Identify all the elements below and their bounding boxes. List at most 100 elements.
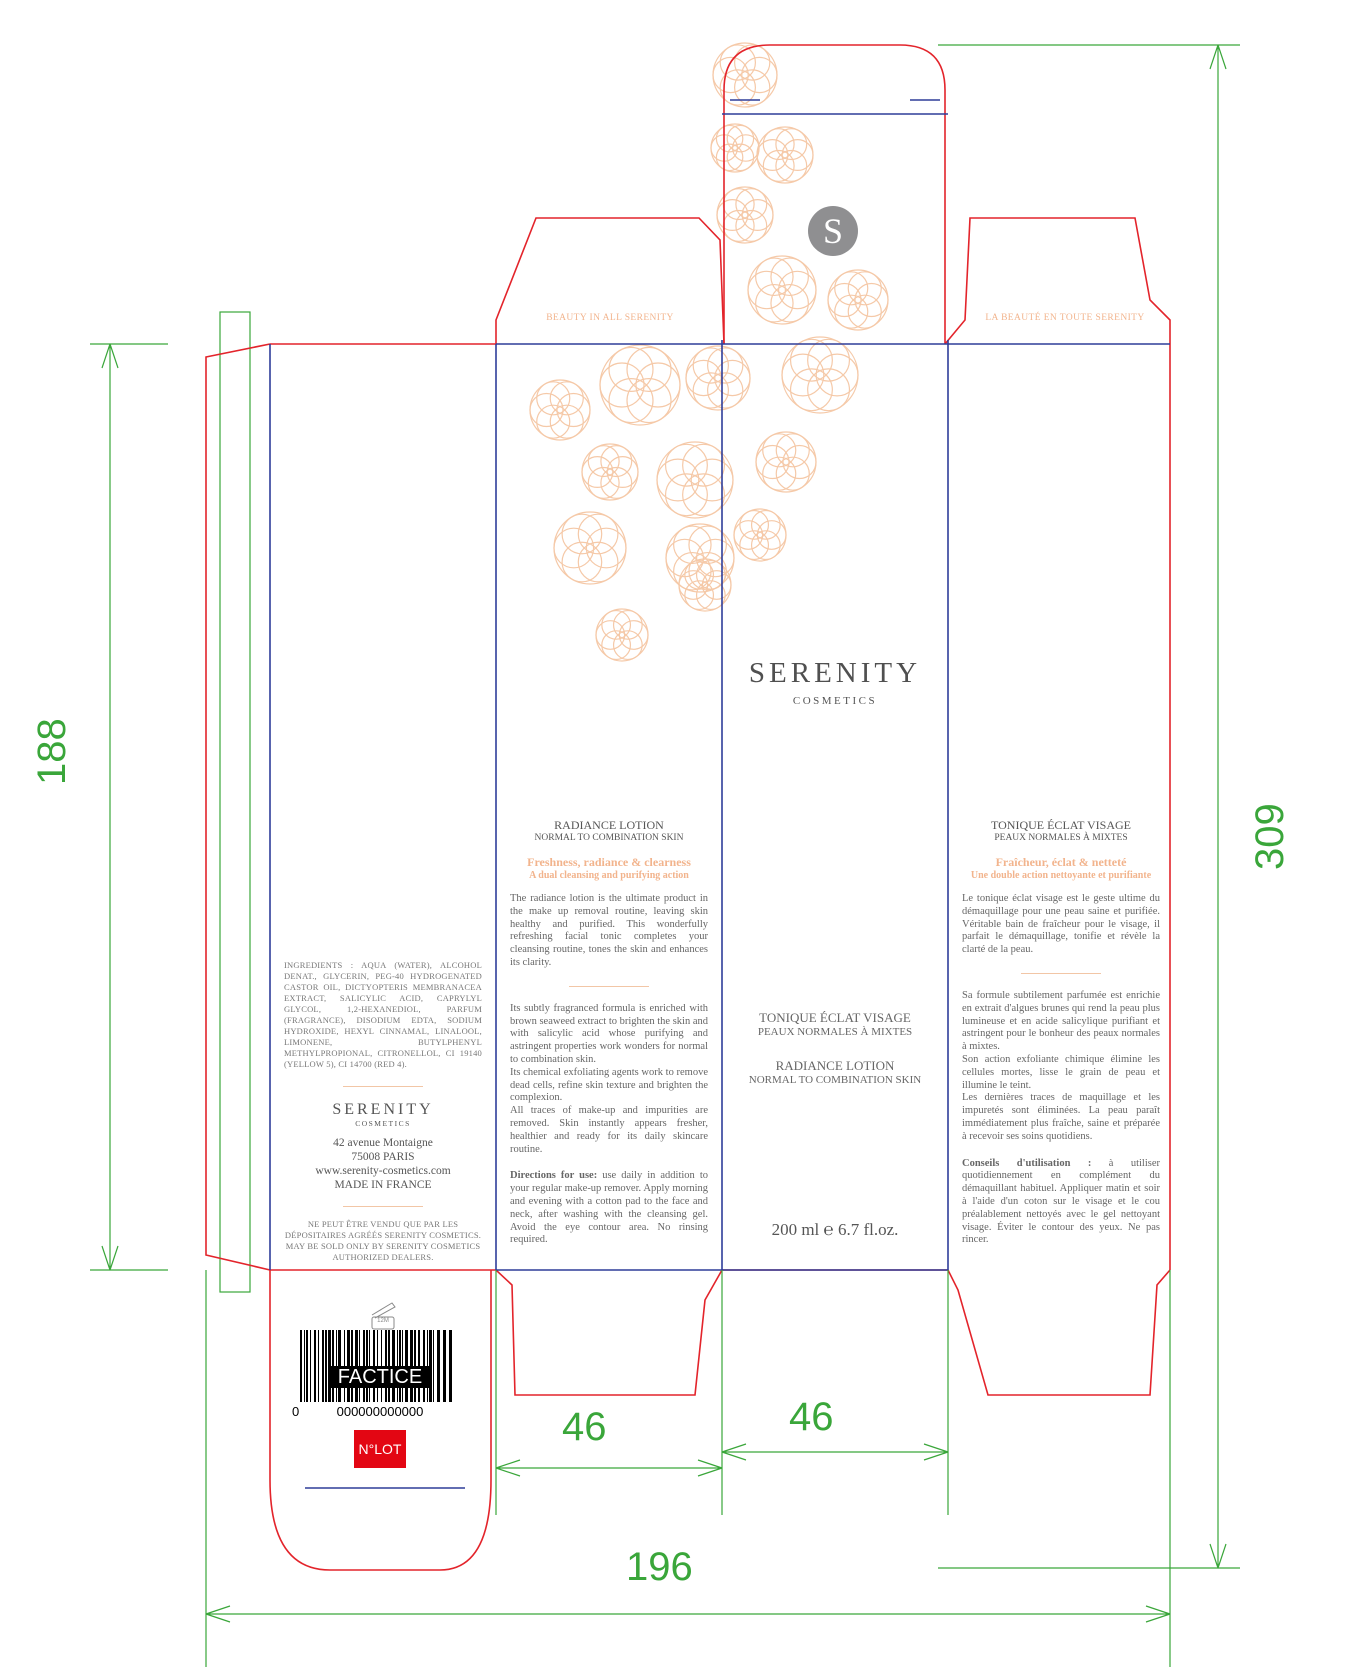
- barcode-bar: [318, 1330, 319, 1402]
- fr-para2: Sa formule subtilement parfumée est enri…: [962, 989, 1160, 1053]
- pattern-circle: [756, 520, 787, 550]
- pattern-circle: [827, 269, 889, 331]
- fr-tagline2: Une double action nettoyante et purifian…: [970, 870, 1152, 881]
- pattern-circle: [690, 458, 734, 502]
- pattern-circle: [834, 294, 869, 329]
- en-tagline: Freshness, radiance & clearness: [527, 855, 691, 869]
- pattern-circle: [549, 404, 584, 439]
- barcode-bar: [449, 1330, 452, 1402]
- fr-separator: [1021, 972, 1101, 974]
- pattern-circle: [762, 456, 797, 491]
- pattern-circle: [599, 362, 645, 408]
- pattern-circle: [707, 347, 744, 384]
- pattern-circle: [618, 620, 649, 650]
- pattern-circle: [735, 188, 768, 221]
- en-directions-label: Directions for use:: [510, 1170, 598, 1182]
- pattern-circle: [789, 338, 833, 382]
- pattern-circle: [756, 139, 789, 172]
- front-fr-title: TONIQUE ÉCLAT VISAGE: [759, 1010, 911, 1025]
- pattern-circle: [735, 209, 768, 242]
- pattern-circle: [553, 527, 595, 569]
- pattern-circle: [577, 541, 619, 583]
- side-brand-sub: COSMETICS: [355, 1119, 411, 1128]
- pattern-circle: [781, 353, 825, 397]
- barcode-bar: [314, 1330, 316, 1402]
- pattern-circle: [815, 353, 859, 397]
- pattern-circle: [656, 441, 734, 519]
- pattern-circle: [682, 473, 726, 517]
- pattern-circle: [714, 359, 751, 397]
- pattern-circle: [612, 630, 643, 661]
- front-brand: SERENITY: [748, 657, 922, 689]
- pattern-circle: [834, 271, 869, 306]
- pattern-circle: [755, 431, 817, 493]
- en-subtitle: NORMAL TO COMBINATION SKIN: [534, 833, 684, 843]
- pattern-circle: [770, 257, 809, 297]
- estimated-sign: ℮: [823, 1220, 834, 1239]
- pattern-circle: [581, 443, 639, 501]
- dim-total-width-label: 196: [626, 1545, 693, 1589]
- pattern-circle: [606, 456, 639, 489]
- en-title: RADIANCE LOTION: [554, 818, 664, 832]
- dim-face-width-1-label: 46: [562, 1405, 607, 1449]
- pattern-circle: [726, 143, 755, 172]
- pattern-circle: [685, 345, 751, 411]
- pattern-circle: [695, 559, 726, 590]
- pattern-circle: [673, 525, 712, 565]
- pattern-circle: [775, 433, 810, 468]
- pattern-circle: [601, 609, 632, 640]
- pattern-circle: [739, 509, 770, 540]
- pattern-circle: [775, 456, 810, 491]
- dim-height-label: 188: [30, 718, 74, 785]
- pattern-circle: [626, 377, 672, 424]
- pattern-circle: [561, 541, 603, 583]
- english-panel: RADIANCE LOTION NORMAL TO COMBINATION SK…: [510, 818, 708, 1247]
- side-address1: 42 avenue Montaigne: [333, 1137, 433, 1149]
- pattern-circle: [756, 126, 814, 184]
- pattern-circle: [601, 630, 632, 661]
- barcode-lead-digit: 0: [292, 1404, 300, 1419]
- side-notice-fr: NE PEUT ÊTRE VENDU QUE PAR LES DÉPOSITAI…: [284, 1219, 482, 1240]
- pattern-circle: [635, 362, 681, 408]
- pattern-circle: [595, 620, 626, 650]
- dimension-lines: [90, 44, 1240, 1667]
- pattern-circle: [608, 346, 654, 393]
- pattern-circle: [762, 149, 795, 182]
- barcode-bar: [325, 1330, 327, 1402]
- en-directions: Directions for use: use daily in additio…: [510, 1170, 708, 1247]
- side-panel: INGREDIENTS : AQUA (WATER), ALCOHOL DENA…: [284, 960, 482, 1263]
- fr-title: TONIQUE ÉCLAT VISAGE: [991, 818, 1131, 832]
- pattern-circle: [529, 392, 564, 428]
- pattern-circle: [755, 257, 794, 297]
- pattern-circle: [600, 445, 633, 478]
- volume-oz: 6.7 fl.oz.: [837, 1220, 899, 1239]
- pattern-circle: [775, 128, 808, 161]
- pattern-circle: [847, 294, 882, 329]
- en-tagline2: A dual cleansing and purifying action: [529, 870, 689, 881]
- front-en-title: RADIANCE LOTION: [775, 1058, 895, 1073]
- pattern-circle: [600, 466, 633, 499]
- pattern-circle: [710, 123, 760, 173]
- fr-directions: Conseils d'utilisation : à utiliser quot…: [962, 1158, 1160, 1248]
- fr-para1: Le tonique éclat visage est le geste ult…: [962, 893, 1160, 956]
- side-separator-1: [343, 1086, 423, 1087]
- dim-face-width-2-label: 46: [789, 1395, 834, 1439]
- pattern-circle: [755, 444, 790, 480]
- side-address2: 75008 PARIS: [351, 1151, 415, 1163]
- brand-s-badge: S: [808, 206, 858, 256]
- en-para1: The radiance lotion is the ultimate prod…: [510, 893, 708, 968]
- barcode-bar: [429, 1330, 432, 1402]
- pattern-circle: [577, 513, 619, 555]
- pattern-circle: [750, 530, 781, 561]
- side-website: www.serenity-cosmetics.com: [315, 1165, 451, 1177]
- pattern-circle: [731, 134, 760, 162]
- pattern-circle: [587, 445, 620, 478]
- pattern-circle: [741, 199, 774, 232]
- barcode-bar: [437, 1330, 440, 1402]
- barcode-bar: [300, 1330, 302, 1402]
- fold-lines: [269, 99, 1170, 1489]
- pattern-circle: [719, 44, 757, 81]
- pattern-circle: [789, 368, 833, 412]
- side-brand: SERENITY: [332, 1101, 434, 1118]
- fr-directions-text: à utiliser quotidiennement en complément…: [962, 1157, 1160, 1246]
